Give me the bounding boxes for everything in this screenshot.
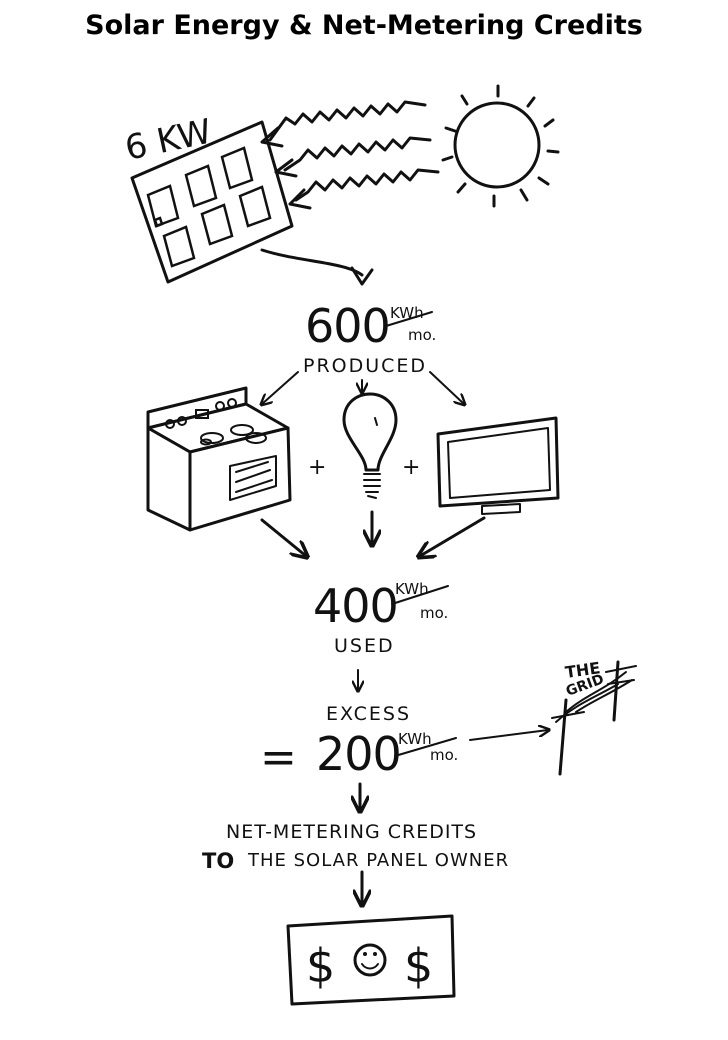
excess-label: EXCESS	[326, 703, 411, 725]
page-title: Solar Energy & Net-Metering Credits	[85, 10, 643, 41]
sun-rays	[260, 100, 440, 210]
produced-unit-bottom: mo.	[408, 326, 436, 344]
credits-line-2-rest: THE SOLAR PANEL OWNER	[247, 850, 509, 871]
credits-line-1: NET-METERING CREDITS	[226, 821, 477, 843]
television-icon	[436, 416, 560, 515]
used-unit-bottom: mo.	[420, 604, 448, 622]
grid-label-line1: THE	[564, 658, 602, 682]
dollar-bill-icon	[286, 914, 456, 1006]
excess-unit-top: KWh	[398, 730, 432, 748]
used-label: USED	[334, 635, 395, 657]
produced-value: 600	[305, 299, 390, 353]
plus-sign-1: +	[308, 455, 326, 480]
solar-panel-icon	[130, 120, 294, 284]
excess-value: 200	[316, 727, 401, 781]
bill-dollar-right: $	[404, 939, 433, 993]
produced-label: PRODUCED	[303, 355, 427, 377]
excess-unit-bottom: mo.	[430, 746, 458, 764]
sun-icon	[441, 84, 560, 208]
used-unit-top: KWh	[395, 580, 429, 598]
bill-dollar-left: $	[306, 939, 335, 993]
power-pole-icon	[551, 660, 637, 776]
credits-line-2-lead: TO	[202, 849, 234, 873]
light-bulb-icon	[342, 392, 398, 499]
used-value: 400	[313, 579, 398, 633]
plus-sign-2: +	[402, 455, 420, 480]
stove-icon	[146, 386, 292, 532]
panel-capacity-label: 6 KW	[122, 112, 216, 169]
smiley-icon	[361, 952, 379, 970]
equals-sign: =	[260, 732, 297, 783]
